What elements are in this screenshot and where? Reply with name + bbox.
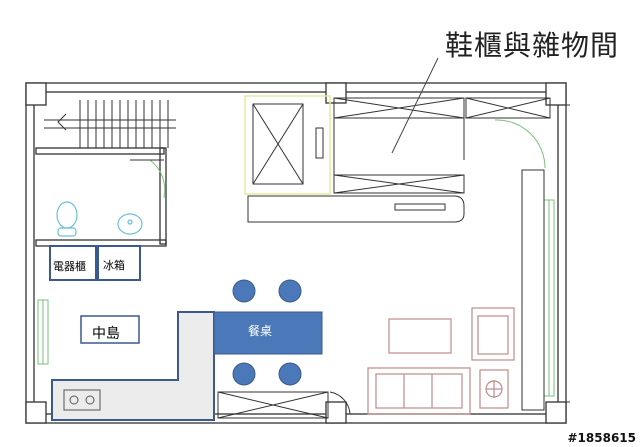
bottom-door-frame <box>217 391 329 419</box>
shoe-storage <box>247 97 465 223</box>
callout-leader <box>391 57 439 154</box>
living-furniture <box>367 307 515 415</box>
dining-table-label: 餐桌 <box>248 324 273 338</box>
entry-door-swing <box>329 391 351 415</box>
watermark: #1858615 <box>567 431 636 445</box>
dining-table <box>213 311 323 355</box>
stove-icon <box>63 389 101 411</box>
callout-label: 鞋櫃與雜物間 <box>445 29 620 62</box>
storage-door-swing <box>494 119 546 169</box>
fridge-label: 冰箱 <box>103 259 125 272</box>
elevator-area <box>244 95 331 195</box>
toilet-icon <box>56 201 78 237</box>
appliance-cabinet <box>49 245 97 281</box>
appliance-cabinet-label: 電器櫃 <box>53 260 86 273</box>
kitchen-island <box>80 315 140 344</box>
bathroom-door-swing <box>149 159 166 199</box>
right-edge-marks <box>566 104 570 403</box>
right-wall-segment <box>521 169 545 411</box>
right-window <box>543 199 555 397</box>
island-label: 中島 <box>92 326 120 342</box>
stairs <box>44 100 176 148</box>
bathroom-walls <box>35 147 167 247</box>
dining-chairs <box>232 279 302 386</box>
outer-walls <box>25 82 567 424</box>
fridge <box>97 245 141 281</box>
right-storage <box>465 97 551 119</box>
bathroom-sink-icon <box>117 213 143 235</box>
left-window <box>37 299 49 365</box>
